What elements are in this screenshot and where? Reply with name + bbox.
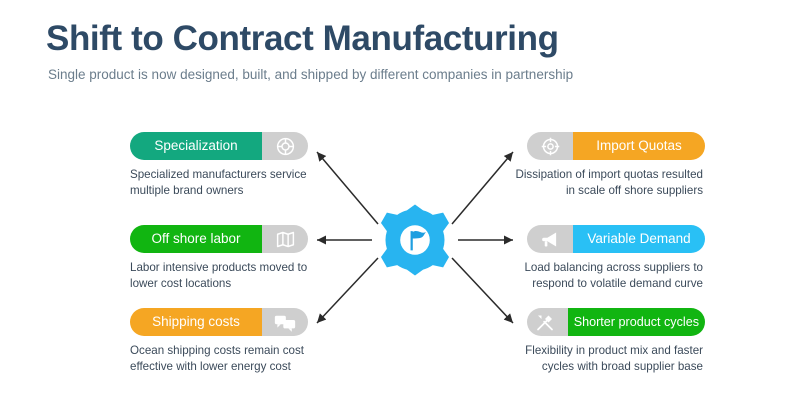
gear-flag-icon: [380, 204, 450, 276]
card-import-quotas[interactable]: Import Quotas Dissipation of import quot…: [509, 132, 705, 198]
center-hub: [378, 203, 452, 277]
card-offshore-labor[interactable]: Off shore labor Labor intensive products…: [130, 225, 326, 291]
chat-bubbles-icon: [262, 308, 308, 336]
arrow-to-import-quotas: [451, 151, 514, 225]
pill-shipping-costs[interactable]: Shipping costs: [130, 308, 308, 336]
card-description-offshore-labor: Labor intensive products moved to lower …: [130, 261, 308, 290]
crosshair-icon: [527, 132, 573, 160]
card-shipping-costs[interactable]: Shipping costs Ocean shipping costs rema…: [130, 308, 326, 374]
pill-label-variable-demand: Variable Demand: [573, 225, 705, 253]
card-description-specialization: Specialized manufacturers service multip…: [130, 168, 307, 197]
target-circle-icon: [262, 132, 308, 160]
map-icon: [262, 225, 308, 253]
arrow-to-shorter-cycles: [451, 257, 514, 324]
card-description-variable-demand: Load balancing across suppliers to respo…: [524, 261, 703, 290]
pill-label-offshore-labor: Off shore labor: [130, 225, 262, 253]
page-subtitle: Single product is now designed, built, a…: [48, 67, 574, 82]
pill-shorter-product-cycles[interactable]: Shorter product cycles: [527, 308, 705, 336]
header: Shift to Contract Manufacturing Single p…: [46, 18, 756, 84]
card-variable-demand[interactable]: Variable Demand Load balancing across su…: [509, 225, 705, 291]
pill-label-shorter-product-cycles: Shorter product cycles: [567, 308, 705, 336]
arrow-to-specialization: [316, 151, 379, 225]
card-description-shipping-costs: Ocean shipping costs remain cost effecti…: [130, 344, 304, 373]
pill-offshore-labor[interactable]: Off shore labor: [130, 225, 308, 253]
card-description-import-quotas: Dissipation of import quotas resulted in…: [515, 168, 703, 197]
card-specialization[interactable]: Specialization Specialized manufacturers…: [130, 132, 326, 198]
card-description-shorter-product-cycles: Flexibility in product mix and faster cy…: [525, 344, 703, 373]
pill-import-quotas[interactable]: Import Quotas: [527, 132, 705, 160]
card-shorter-product-cycles[interactable]: Shorter product cycles Flexibility in pr…: [509, 308, 705, 374]
tools-icon: [527, 308, 568, 336]
pill-label-specialization: Specialization: [130, 132, 262, 160]
pill-specialization[interactable]: Specialization: [130, 132, 308, 160]
megaphone-icon: [527, 225, 573, 253]
page-title: Shift to Contract Manufacturing: [46, 19, 559, 58]
arrow-to-shipping-costs: [316, 257, 379, 324]
pill-label-shipping-costs: Shipping costs: [130, 308, 262, 336]
pill-label-import-quotas: Import Quotas: [573, 132, 705, 160]
pill-variable-demand[interactable]: Variable Demand: [527, 225, 705, 253]
